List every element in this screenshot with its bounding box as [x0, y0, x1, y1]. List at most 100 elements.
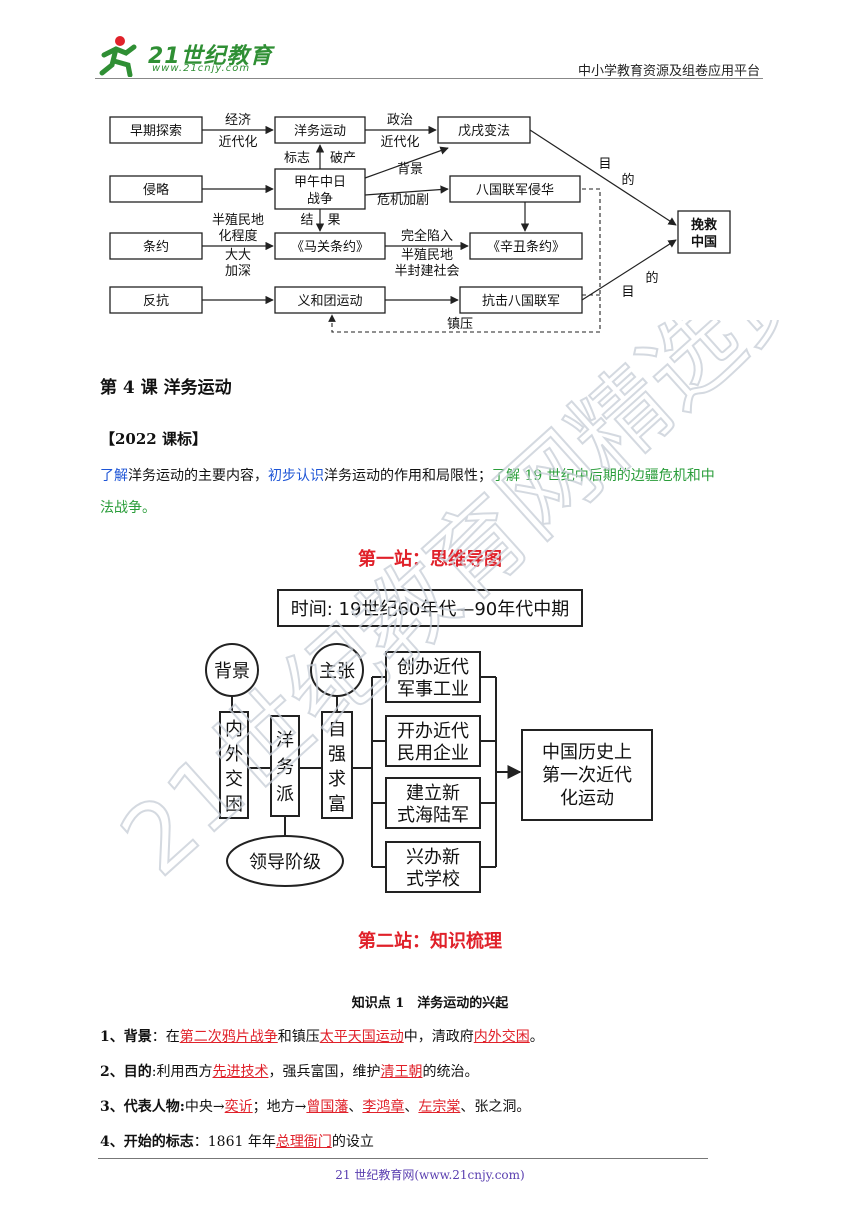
row-label-invasion: 侵略	[143, 182, 169, 198]
kp-line-2: 2、目的:利用西方先进技术，强兵富国，维护清王朝的统治。	[100, 1061, 478, 1081]
kp3-u4: 左宗棠	[418, 1099, 461, 1115]
mm-zq-0: 自	[328, 719, 346, 740]
footer-rule	[98, 1158, 708, 1159]
label-bzm1: 半殖民地	[212, 212, 264, 228]
label-jie: 结	[300, 213, 313, 228]
mm-zq-2: 求	[328, 769, 346, 790]
mm-yangwupai-box	[270, 715, 300, 817]
mm-item-box-3	[385, 777, 481, 829]
mm-item1-l1: 创办近代	[397, 657, 469, 678]
mm-neiwai-2: 交	[225, 769, 243, 790]
kp1-u2: 太平天国运动	[319, 1029, 404, 1045]
label-zhenya: 镇压	[447, 317, 473, 332]
label-de2: 的	[645, 270, 658, 286]
kp3-t3: 、张之洞。	[460, 1099, 531, 1115]
kp2-u1: 先进技术	[212, 1064, 269, 1080]
mm-item2-l2: 民用企业	[397, 743, 469, 764]
kp4-t1: ：1861 年年	[193, 1134, 276, 1150]
label-bfj: 半封建社会	[394, 263, 459, 279]
kp1-u1: 第二次鸦片战争	[179, 1029, 278, 1045]
mm-result-l2: 第一次近代	[542, 765, 632, 786]
mm-item1-l2: 军事工业	[397, 679, 469, 700]
kp1-label: 1、背景	[100, 1029, 152, 1045]
node-yangwu-text: 洋务运动	[294, 123, 346, 139]
kp1-t4: 。	[529, 1029, 544, 1045]
mm-neiwai-0: 内	[225, 719, 243, 740]
node-baguo	[449, 175, 581, 203]
kp4-u1: 总理衙门	[275, 1134, 332, 1150]
node-maguan-text: 《马关条约》	[291, 239, 369, 255]
mm-result-l1: 中国历史上	[542, 742, 632, 763]
kp-line-3: 3、代表人物:中央→奕䜣；地方→曾国藩、李鸿章、左宗棠、张之洞。	[100, 1096, 530, 1116]
mm-item3-l2: 式海陆军	[397, 805, 469, 826]
row-box-treaty	[109, 232, 203, 260]
kp3-s1: 、	[348, 1099, 363, 1115]
standard-text1: 洋务运动的主要内容，	[128, 468, 268, 484]
mm-time-box	[277, 589, 583, 627]
kp1-t2: 和镇压	[277, 1029, 320, 1045]
kp-line-4: 4、开始的标志：1861 年年总理衙门的设立	[100, 1131, 374, 1151]
kp4-label: 4、开始的标志	[100, 1134, 194, 1150]
node-kangji	[459, 286, 583, 314]
mm-ywp-1: 务	[276, 757, 294, 778]
label-mu2: 目	[621, 285, 634, 300]
mm-time-text: 时间: 19世纪60年代—90年代中期	[291, 599, 570, 620]
kp1-u3: 内外交困	[473, 1029, 530, 1045]
standard-title: 【2022 课标】	[100, 430, 207, 448]
node-jiuguo	[677, 210, 731, 254]
mm-item3-l1: 建立新	[406, 783, 460, 804]
row-label-treaty: 条约	[143, 239, 169, 255]
label-wanquan: 完全陷入	[401, 228, 453, 244]
history-flow-diagram: 早期探索 侵略 条约 反抗 洋务运动 戊戌变法 甲午中日 战争 八国联军侵华 《…	[109, 113, 731, 333]
knowledge-point-title: 知识点 1 洋务运动的兴起	[351, 996, 509, 1011]
label-dada: 大大	[225, 248, 251, 263]
station2-title: 第二站：知识梳理	[358, 931, 502, 952]
mm-item4-l2: 式学校	[406, 869, 460, 890]
standard-text3: 了解 19 世纪中后期的边疆危机和中	[492, 468, 715, 484]
row-box-resist	[109, 286, 203, 314]
logo-url: www.21cnjy.com	[152, 63, 251, 74]
standard-verb-recognize: 初步认识	[268, 468, 324, 484]
kp3-label: 3、代表人物:	[100, 1099, 185, 1115]
label-pochan: 破产	[330, 151, 356, 166]
kp3-u1: 奕䜣	[224, 1099, 253, 1115]
header-rule	[95, 78, 763, 79]
mm-bg-text: 背景	[214, 661, 250, 682]
node-jiawu-text2: 战争	[307, 192, 333, 207]
mm-result-box	[521, 729, 653, 821]
label-biaozhi: 标志	[284, 151, 310, 166]
standard-body: 了解洋务运动的主要内容，初步认识洋务运动的作用和局限性；了解 19 世纪中后期的…	[100, 460, 765, 524]
standard-text2: 洋务运动的作用和局限性；	[324, 468, 492, 484]
mm-ywp-2: 派	[276, 784, 294, 805]
node-jiuguo-text1: 挽救	[691, 217, 717, 233]
label-bzm2: 化程度	[218, 228, 257, 244]
logo-text: 21世纪教育	[148, 44, 273, 69]
mm-zz-text: 主张	[319, 661, 355, 682]
kp3-t2: ；地方→	[252, 1099, 307, 1115]
mm-zq-1: 强	[328, 744, 346, 765]
mm-ziqiang-box	[321, 711, 353, 819]
lesson-title: 第 4 课 洋务运动	[100, 378, 232, 398]
mind-map: 时间: 19世纪60年代—90年代中期 背景 主张 内 外 交 困 洋 务 派 …	[205, 589, 653, 893]
row-label-resist: 反抗	[143, 294, 169, 309]
mm-item-box-4	[385, 841, 481, 893]
standard-verb-understand: 了解	[100, 468, 128, 484]
footer-text: 21 世纪教育网(www.21cnjy.com)	[335, 1168, 525, 1182]
label-guo: 果	[327, 213, 340, 228]
mm-neiwai-3: 困	[225, 794, 243, 815]
label-beijing: 背景	[397, 162, 423, 177]
kp2-t2: ，强兵富国，维护	[268, 1064, 381, 1080]
node-jiawu-text1: 甲午中日	[294, 175, 346, 190]
label-bzmd: 半殖民地	[401, 247, 453, 263]
kp2-label: 2、目的	[100, 1064, 152, 1080]
label-mu1: 目	[598, 157, 611, 172]
label-de1: 的	[621, 172, 634, 188]
label-jingji: 经济	[225, 113, 251, 128]
mm-item2-l1: 开办近代	[397, 721, 469, 742]
kp4-t2: 的设立	[331, 1134, 374, 1150]
node-yangwu	[274, 116, 366, 144]
kp1-t1: ：在	[151, 1029, 180, 1045]
mm-neiwai-1: 外	[225, 744, 243, 765]
label-weiji: 危机加剧	[377, 193, 429, 208]
standard-text4: 法战争。	[100, 500, 156, 516]
